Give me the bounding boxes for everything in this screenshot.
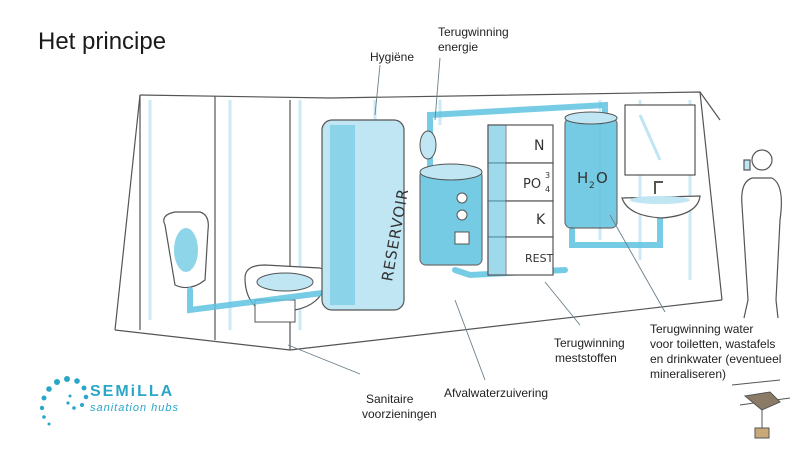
mirror xyxy=(624,104,696,176)
water-cylinder xyxy=(564,111,618,229)
nutrient-stack xyxy=(487,124,554,276)
label-water-1: Terugwinning water xyxy=(650,322,754,336)
h2o-sub: 2 xyxy=(589,181,595,191)
h2o-o: O xyxy=(596,169,608,187)
semilla-logo-icon xyxy=(39,376,89,426)
logo-tagline: sanitation hubs xyxy=(90,402,179,414)
label-water-4: mineraliseren) xyxy=(650,367,727,381)
h2o-h: H xyxy=(577,169,588,187)
label-water-2: voor toiletten, wastafels xyxy=(650,337,776,351)
page-title: Het principe xyxy=(38,28,167,55)
label-sanitary-2: voorzieningen xyxy=(362,407,437,421)
label-hygiene: Hygiëne xyxy=(370,50,415,64)
nutrient-n: N xyxy=(534,138,544,154)
helicopter-drone xyxy=(731,379,791,439)
reservoir-tank xyxy=(321,119,405,311)
urinal xyxy=(163,211,209,289)
pointer-lines xyxy=(287,57,666,381)
label-nutrients-1: Terugwinning xyxy=(554,336,625,350)
room-outline xyxy=(114,91,723,351)
energy-boiler xyxy=(419,130,483,266)
nutrient-po4: PO xyxy=(523,177,541,192)
label-nutrients-2: meststoffen xyxy=(555,351,617,365)
label-wastewater: Afvalwaterzuivering xyxy=(444,386,549,400)
nutrient-po4-sup: 3 xyxy=(545,171,550,180)
nutrient-rest: REST xyxy=(525,252,554,265)
label-energy-2: energie xyxy=(438,40,479,54)
nutrient-k: K xyxy=(536,212,546,228)
label-sanitary-1: Sanitaire xyxy=(366,392,414,406)
person-drinking xyxy=(741,149,782,319)
label-water-3: en drinkwater (eventueel xyxy=(650,352,782,366)
logo-name: SEMiLLA xyxy=(90,383,175,400)
sink xyxy=(621,181,701,219)
nutrient-po4-sub: 4 xyxy=(545,185,550,194)
label-energy-1: Terugwinning xyxy=(438,25,509,39)
